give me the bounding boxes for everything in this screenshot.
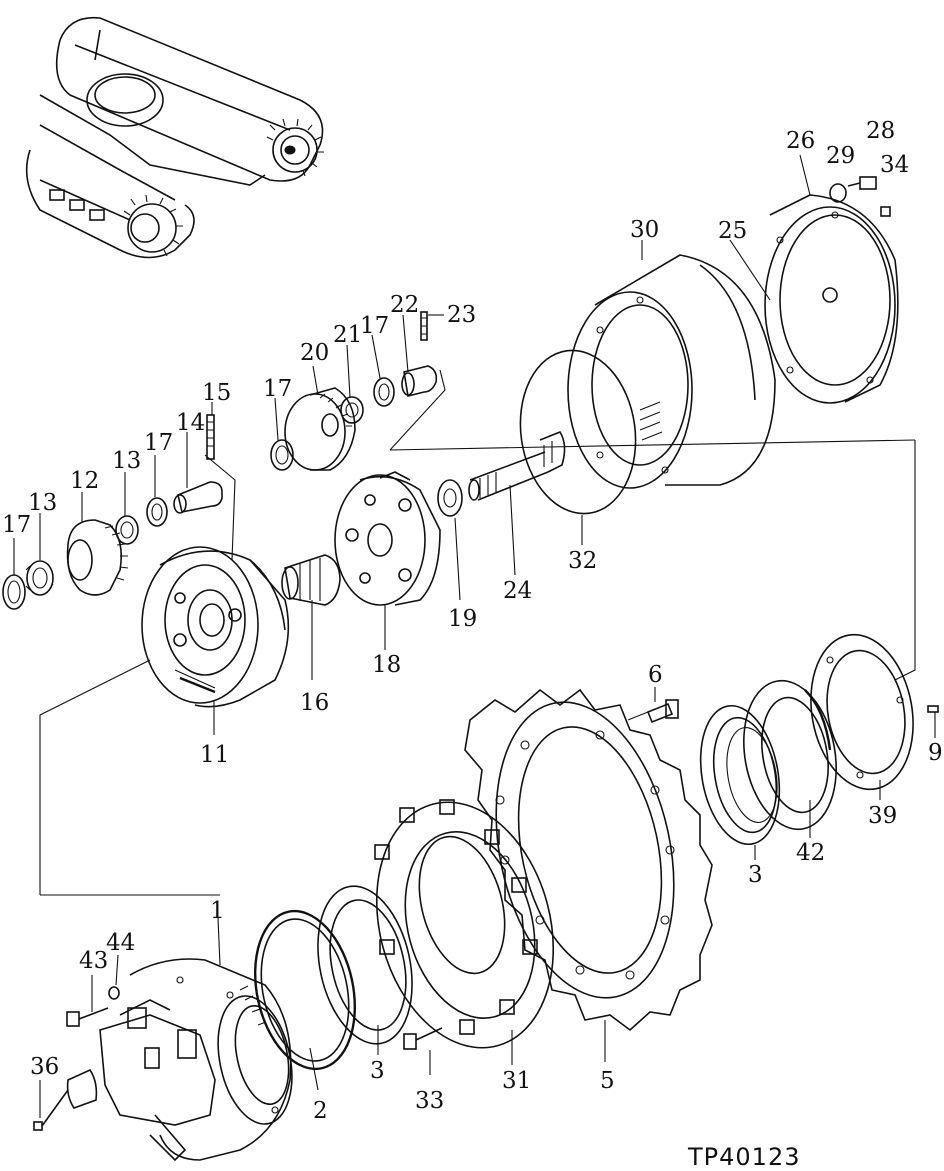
callout-43: 43 (79, 948, 108, 974)
part-44-washer (108, 986, 120, 1000)
part-26-cover (764, 194, 899, 404)
part-15-pin (206, 414, 215, 460)
callout-5: 5 (600, 1068, 615, 1094)
part-13-bearing-left (25, 560, 54, 596)
part-17-washer-upper (270, 439, 294, 471)
callout-39: 39 (868, 803, 897, 829)
callout-17-c: 17 (263, 376, 292, 402)
part-36-gasket (66, 1068, 98, 1109)
callout-18: 18 (372, 652, 401, 678)
part-14-shaft (173, 481, 223, 514)
part-2-o-ring (253, 909, 357, 1091)
callout-16: 16 (300, 690, 329, 716)
part-36-bolt (33, 1089, 69, 1131)
part-39-ring (810, 633, 914, 791)
callout-24: 24 (503, 578, 532, 604)
part-3-seal-upper (699, 704, 781, 846)
callout-31: 31 (502, 1068, 531, 1094)
callout-29: 29 (826, 143, 855, 169)
callout-22: 22 (390, 292, 419, 318)
part-31-hub (374, 799, 555, 1049)
part-17-washer-left (2, 574, 26, 610)
part-33-bolt (403, 1027, 443, 1050)
callout-33: 33 (415, 1088, 444, 1114)
part-13-bearing-right (115, 515, 139, 545)
part-5-sprocket (464, 688, 713, 1032)
callout-28: 28 (866, 118, 895, 144)
callout-13-right: 13 (112, 448, 141, 474)
part-17-washer-mid (146, 497, 168, 527)
callout-20: 20 (300, 340, 329, 366)
part-18-carrier (334, 471, 441, 606)
callout-3-upper: 3 (748, 862, 763, 888)
part-23-pin (420, 311, 428, 341)
part-25-plug (729, 239, 771, 301)
part-29-washer (829, 183, 847, 203)
callout-44: 44 (106, 930, 135, 956)
part-32-o-ring (519, 349, 637, 515)
callout-17-d: 17 (360, 313, 389, 339)
callout-25: 25 (718, 218, 747, 244)
callout-21: 21 (333, 322, 362, 348)
callout-17-b: 17 (144, 430, 173, 456)
callout-11: 11 (200, 742, 229, 768)
callout-23: 23 (447, 302, 476, 328)
part-43-bolt (66, 1007, 109, 1027)
callout-30: 30 (630, 217, 659, 243)
part-19-washer (437, 479, 463, 517)
callout-15: 15 (202, 380, 231, 406)
callout-labels: 1 2 3 3 5 6 9 11 12 13 13 14 15 16 17 17… (2, 118, 943, 1124)
callout-26: 26 (786, 128, 815, 154)
undercarriage-inset (25, 16, 324, 259)
callout-1: 1 (210, 898, 225, 924)
drawing-reference: TP40123 (687, 1143, 800, 1171)
part-16-coupling (281, 554, 341, 606)
part-17-washer-right (373, 377, 395, 407)
leader-lines (13, 154, 936, 1118)
part-1-travel-motor (99, 958, 293, 1162)
assembly-guide-lines (39, 369, 916, 896)
part-11-planet-carrier (141, 546, 290, 708)
callout-42: 42 (796, 840, 825, 866)
part-21-bearing (340, 396, 364, 424)
part-42-ring-gear (743, 679, 837, 831)
part-28-bolt (847, 176, 877, 190)
callout-9: 9 (928, 740, 943, 766)
part-24-shaft (468, 431, 566, 501)
callout-12: 12 (70, 468, 99, 494)
part-12-planet-gear (66, 519, 129, 596)
part-20-gear (284, 387, 356, 471)
callout-14: 14 (176, 410, 205, 436)
part-9-pin (927, 705, 939, 713)
part-6-bolt (627, 699, 679, 724)
part-34-bolt (880, 206, 891, 217)
callout-17-a: 17 (2, 512, 31, 538)
callout-32: 32 (568, 548, 597, 574)
callout-6: 6 (648, 662, 663, 688)
callout-2: 2 (313, 1098, 328, 1124)
callout-36: 36 (30, 1054, 59, 1080)
callout-34: 34 (880, 152, 909, 178)
part-22-shaft (401, 365, 438, 397)
callout-3-lower: 3 (370, 1058, 385, 1084)
part-3-seal-lower (317, 885, 413, 1055)
callout-13-left: 13 (28, 490, 57, 516)
part-30-housing (567, 254, 776, 489)
callout-19: 19 (448, 606, 477, 632)
